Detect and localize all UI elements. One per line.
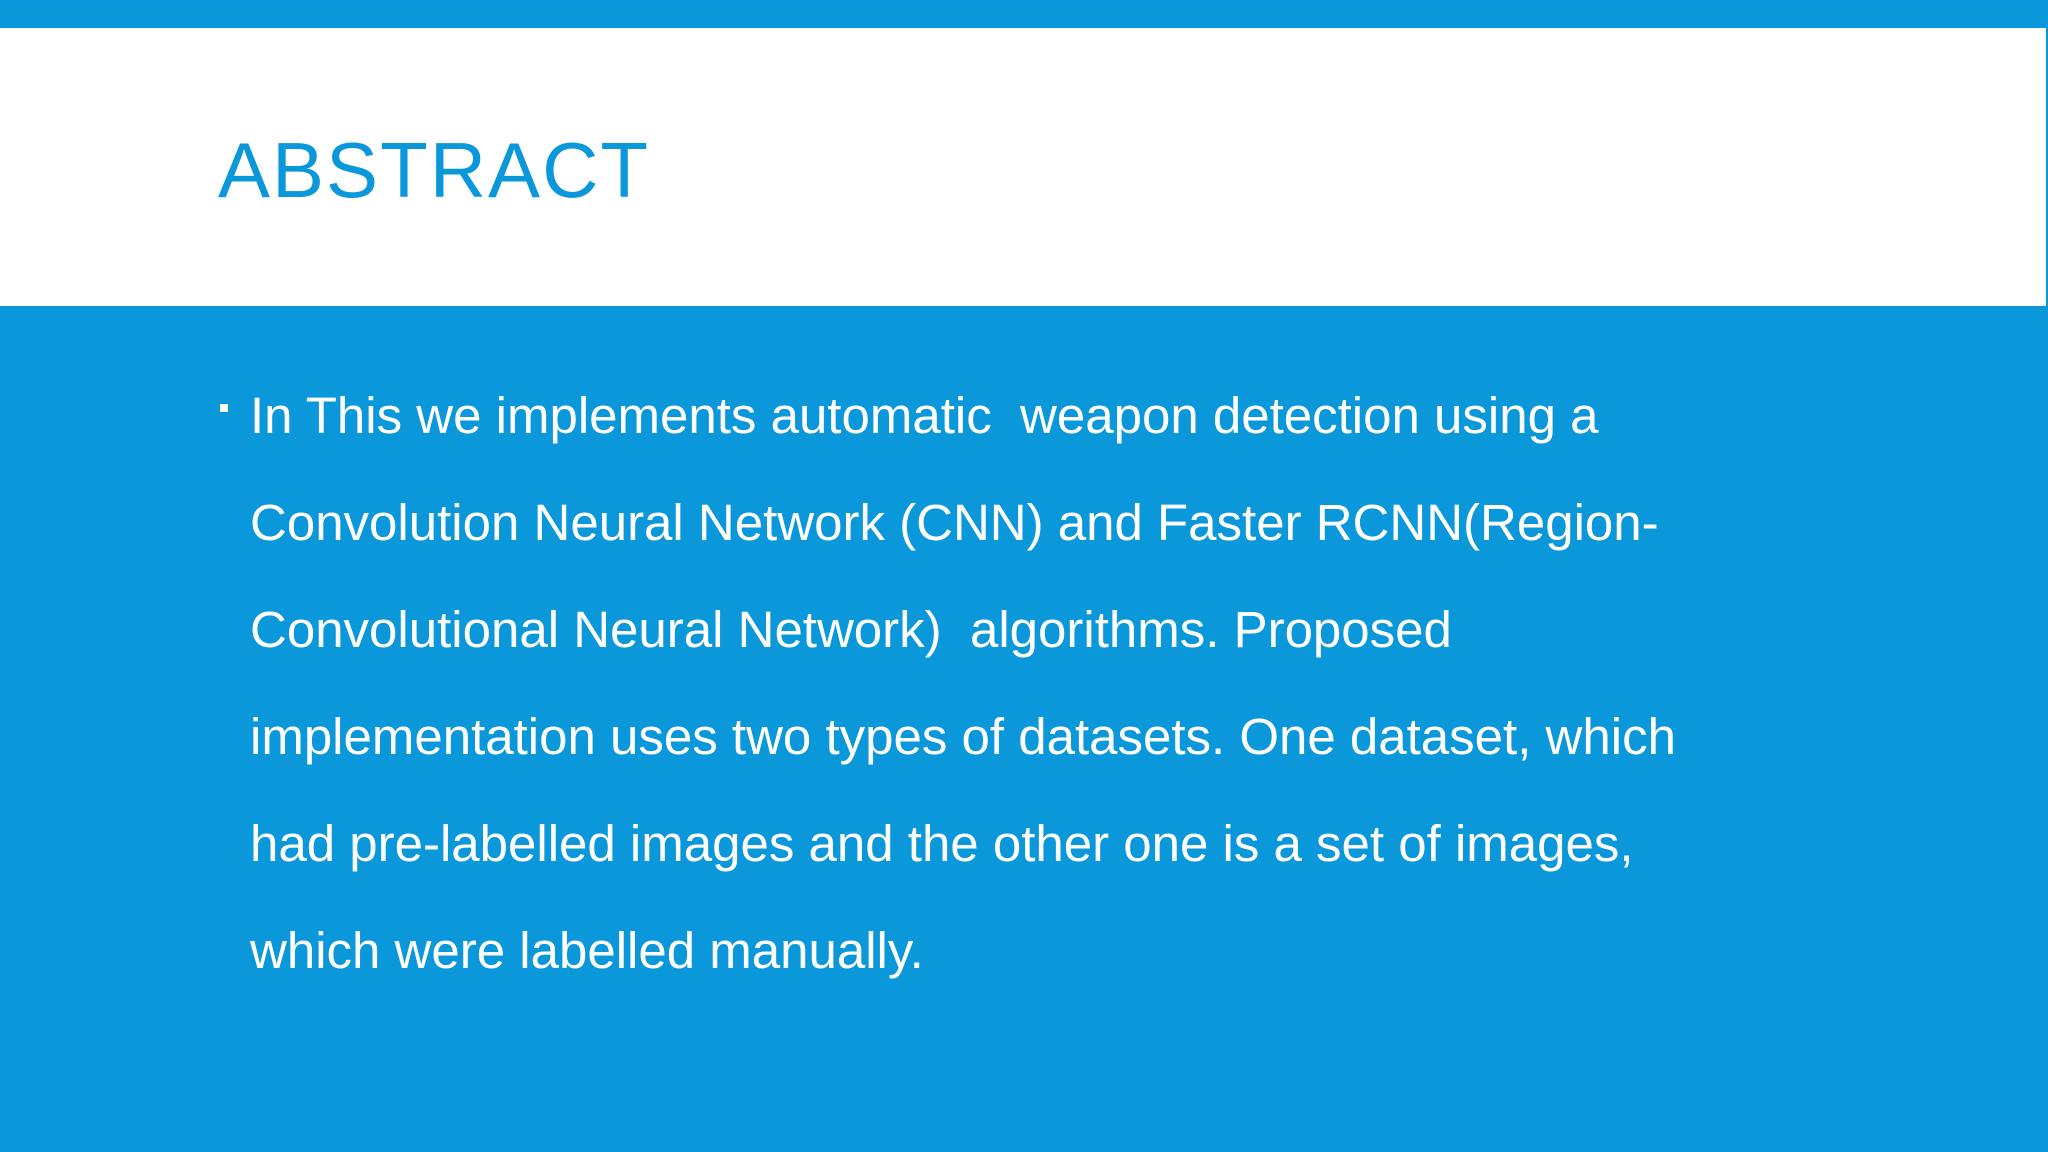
bullet-text-line: had pre-labelled images and the other on… <box>250 815 1634 872</box>
bullet-item: In This we implements automatic weapon d… <box>220 362 1860 1004</box>
slide-title: ABSTRACT <box>218 126 651 214</box>
bullet-text-line: In This we implements automatic weapon d… <box>250 387 1599 444</box>
top-accent-strip <box>0 0 2048 28</box>
right-edge-accent <box>2046 28 2048 306</box>
bullet-text-line: implementation uses two types of dataset… <box>250 708 1676 765</box>
bullet-text-line: which were labelled manually. <box>250 922 924 979</box>
square-bullet-icon <box>220 404 228 412</box>
bullet-text-line: Convolutional Neural Network) algorithms… <box>250 601 1452 658</box>
bullet-text-line: Convolution Neural Network (CNN) and Fas… <box>250 494 1659 551</box>
title-band <box>0 28 2048 306</box>
bullet-list: In This we implements automatic weapon d… <box>220 362 1860 1004</box>
